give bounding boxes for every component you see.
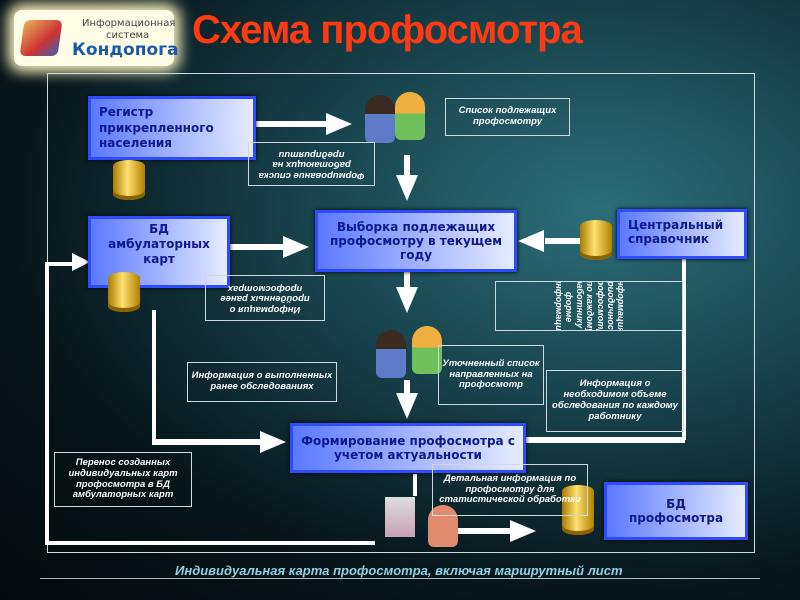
note-transfer-cards: Перенос созданных индивидуальных карт пр… <box>54 452 192 507</box>
user-icon <box>412 326 442 374</box>
arrow-right-icon <box>72 253 90 271</box>
connector <box>45 264 49 544</box>
note-refined-list: Уточненный список направленных на профос… <box>438 345 544 405</box>
connector <box>413 474 417 496</box>
connector <box>452 528 512 534</box>
registry-box: Регистр прикрепленного населения <box>88 96 256 160</box>
database-icon <box>108 272 140 312</box>
footer-caption: Индивидуальная карта профосмотра, включа… <box>175 563 623 578</box>
note-completed-exams: Информация о выполненных ранее обследова… <box>187 362 337 402</box>
logo: Информационная система Кондопога <box>14 10 179 66</box>
connector <box>45 541 375 545</box>
note-previous-checkups: Информация о пройденных ранее профосмотр… <box>205 275 325 321</box>
connector <box>256 121 328 127</box>
user-icon <box>376 330 406 378</box>
arrow-right-icon <box>510 520 536 542</box>
connector <box>404 380 410 395</box>
database-icon <box>562 485 594 535</box>
selection-box: Выборка подлежащих профосмотру в текущем… <box>315 210 517 272</box>
note-periodicity-frame: Информация о периодичности профосмотра п… <box>495 281 683 331</box>
note-periodicity: Информация о периодичности профосмотра п… <box>554 281 627 331</box>
connector <box>45 262 75 266</box>
arrow-right-icon <box>283 236 309 258</box>
logo-icon <box>19 20 63 56</box>
note-list-subject: Список подлежащих профосмотру <box>445 98 570 136</box>
arrow-down-icon <box>396 393 418 419</box>
note-detailed-info: Детальная информация по профосмотру для … <box>432 464 588 516</box>
user-icon <box>428 505 458 547</box>
connector <box>545 238 580 244</box>
forming-box: Формирование профосмотра с учетом актуал… <box>290 423 526 473</box>
note-required-volume: Информация о необходимом объеме обследов… <box>546 370 684 432</box>
connector <box>404 272 410 287</box>
connector <box>404 155 410 175</box>
logo-line1: Информационная <box>82 18 176 29</box>
connector <box>525 437 685 443</box>
computer-icon <box>385 497 415 537</box>
connector <box>230 244 285 250</box>
arrow-right-icon <box>260 431 286 453</box>
connector <box>152 310 156 442</box>
connector <box>152 439 262 445</box>
database-icon <box>113 160 145 200</box>
note-forming-lists: Формирование списка работающих на предпр… <box>248 142 375 186</box>
arrow-down-icon <box>396 287 418 313</box>
user-icon <box>365 95 395 143</box>
page-title: Схема профосмотра <box>192 8 583 52</box>
arrow-left-icon <box>518 230 544 252</box>
connector <box>682 250 686 440</box>
user-icon <box>395 92 425 140</box>
central-ref-box: Центральный справочник <box>617 209 747 259</box>
checkup-db-box: БД профосмотра <box>604 482 748 540</box>
arrow-right-icon <box>326 113 352 135</box>
logo-line3: Кондопога <box>72 40 179 60</box>
database-icon <box>580 220 612 260</box>
arrow-down-icon <box>396 175 418 201</box>
footer-divider <box>40 578 760 579</box>
logo-line2: система <box>106 30 150 41</box>
